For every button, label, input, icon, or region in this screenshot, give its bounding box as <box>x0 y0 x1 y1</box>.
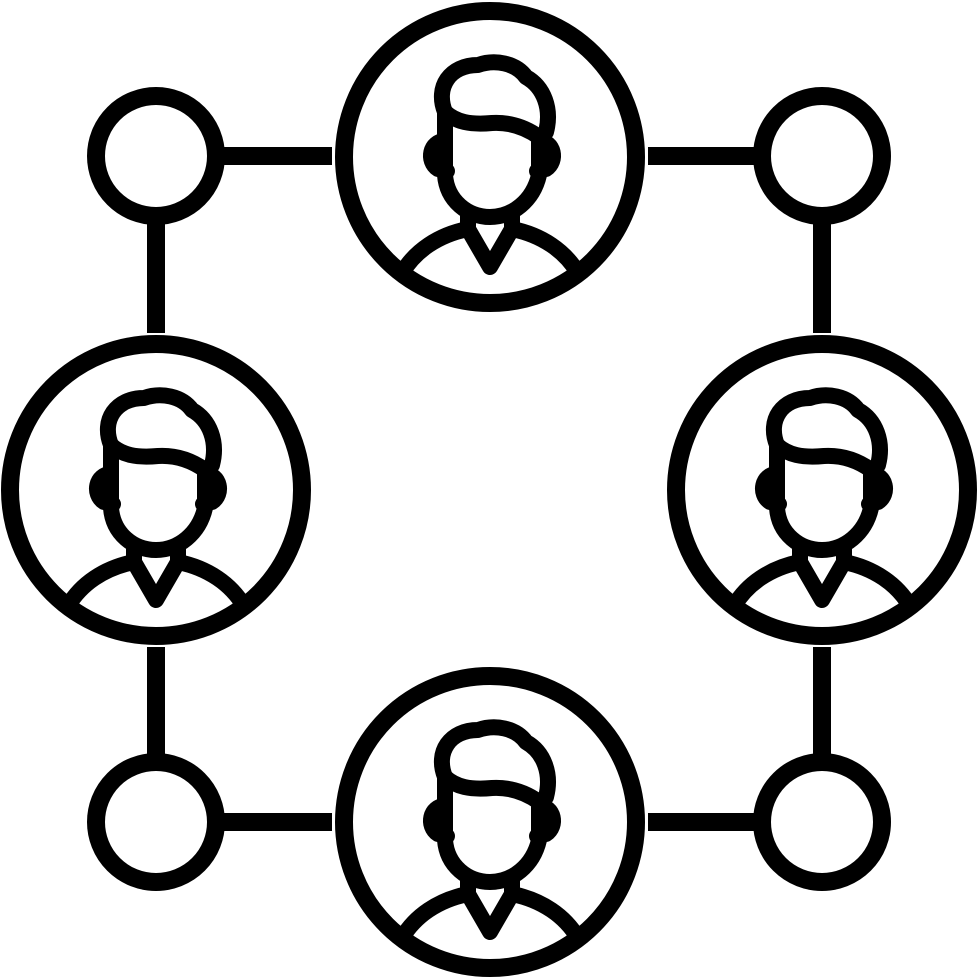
person-node-left <box>1 335 311 645</box>
person-node-right <box>667 335 977 645</box>
person-node-bottom <box>335 667 645 977</box>
corner-nodes <box>87 87 891 891</box>
corner-node-bottom-left <box>87 753 225 891</box>
corner-node-bottom-right <box>753 753 891 891</box>
corner-node-top-right <box>753 87 891 225</box>
corner-node-top-left <box>87 87 225 225</box>
connector-lines <box>147 147 831 831</box>
person-node-top <box>335 2 645 312</box>
